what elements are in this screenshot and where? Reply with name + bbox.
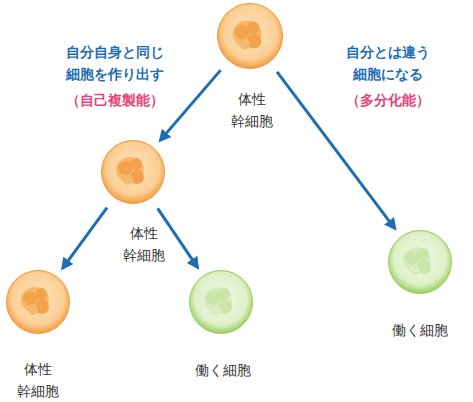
differentiation-arrow (162, 70, 221, 139)
cell-name: 働く細胞 (183, 359, 263, 381)
stem-cell-node: 体性 幹細胞 (217, 3, 283, 69)
work-cell-circle (189, 270, 253, 334)
stem-cell-node: 体性 幹細胞 (101, 140, 165, 204)
cell-name: 働く細胞 (380, 319, 460, 341)
cell-name: 体性 幹細胞 (15, 358, 61, 402)
stem-cell-circle (6, 270, 70, 334)
work-cell-circle (388, 230, 452, 294)
differentiation-arrow (64, 208, 107, 267)
process-note: 自分とは違う 細胞になる (338, 41, 438, 85)
cell-name: 体性 幹細胞 (229, 88, 275, 132)
ability-name: （自己複製能） (60, 89, 170, 111)
cell-name: 体性 幹細胞 (121, 222, 167, 266)
work-cell-node: 働く細胞 (388, 230, 452, 294)
work-cell-node: 働く細胞 (189, 270, 253, 334)
stem-cell-circle (101, 140, 165, 204)
stem-cell-circle (217, 3, 283, 69)
stem-cell-node: 体性 幹細胞 (6, 270, 70, 334)
ability-name: （多分化能） (338, 89, 438, 111)
process-note: 自分自身と同じ 細胞を作り出す (60, 41, 170, 85)
